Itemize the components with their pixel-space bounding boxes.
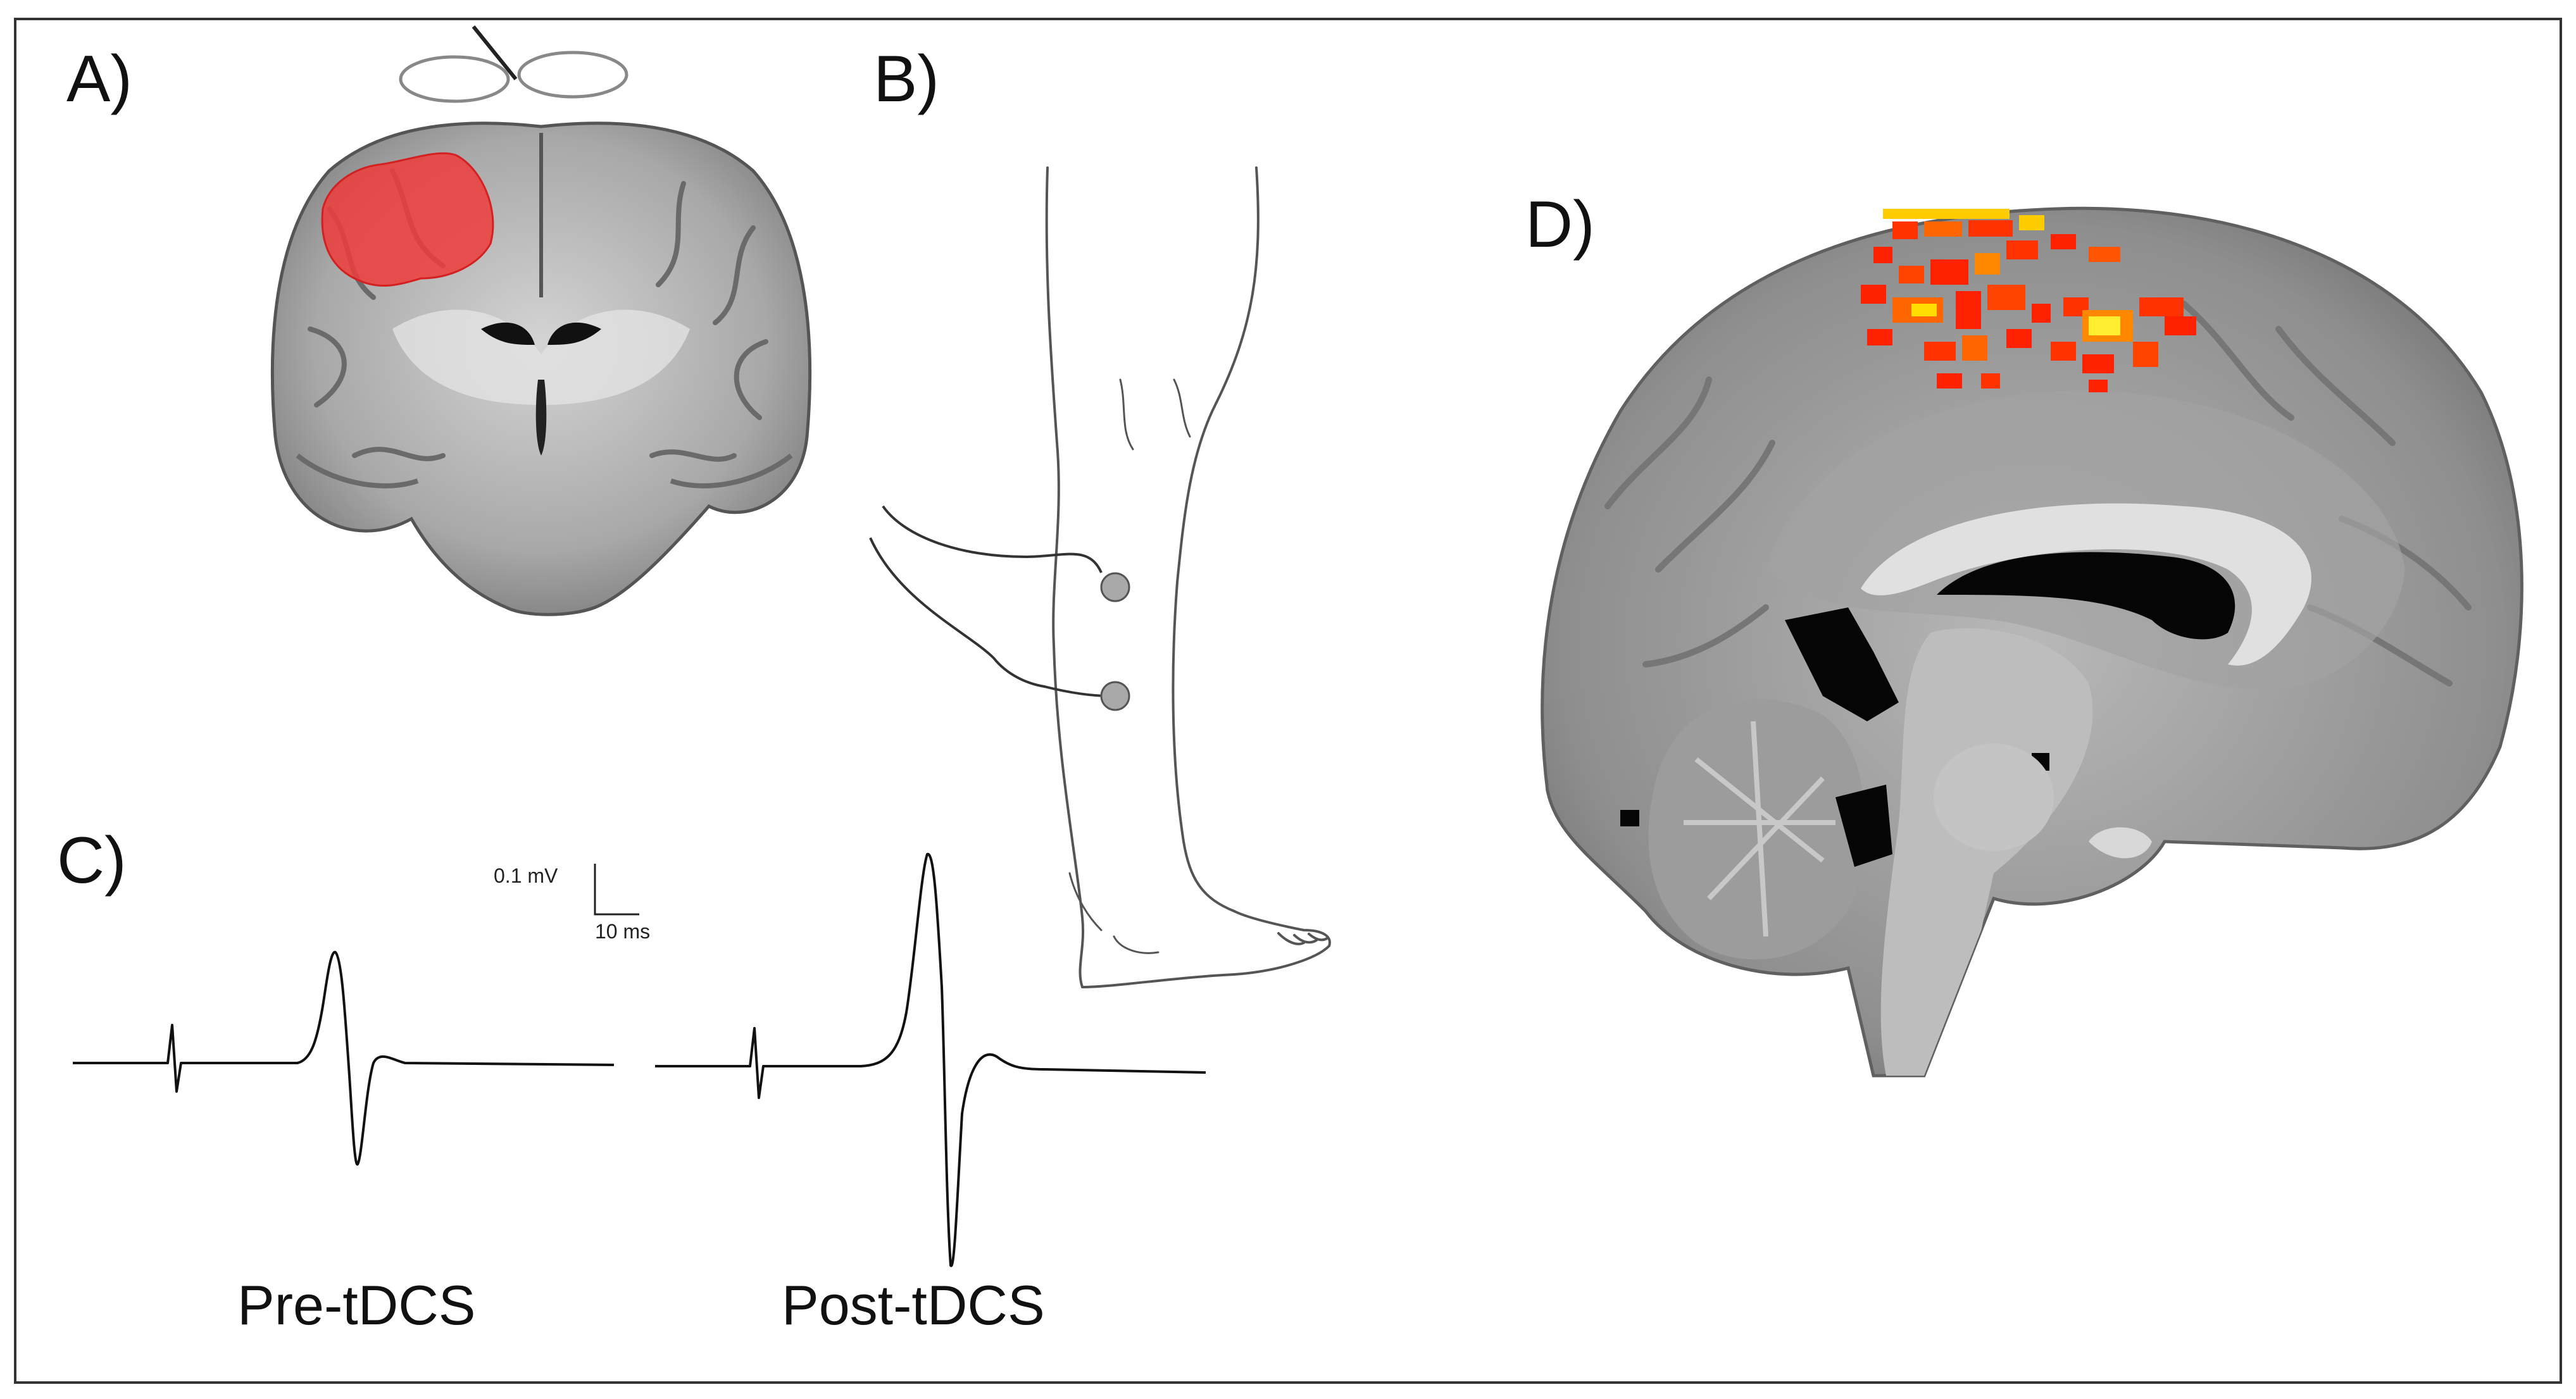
electrode-wires [869, 505, 1111, 697]
electrode-upper [1100, 572, 1130, 602]
panel-b-label: B) [873, 42, 939, 116]
panel-a: A) [66, 25, 812, 616]
post-tdcs-caption: Post-tDCS [782, 1274, 1045, 1336]
motor-cortex-roi [321, 152, 494, 287]
panel-c: C) 0.1 mV 10 ms Pre-tDCS Post-tDCS [57, 824, 1206, 1336]
sagittal-brain-slice [1541, 206, 2523, 1078]
panel-a-label: A) [66, 42, 132, 116]
panel-d: D) [1525, 188, 2523, 1078]
pre-tdcs-caption: Pre-tDCS [237, 1274, 476, 1336]
figure-frame [14, 18, 2562, 1384]
scale-bar-amplitude: 0.1 mV [494, 864, 558, 887]
tms-coil-icon [399, 25, 628, 103]
panel-b: B) [869, 42, 1331, 988]
scale-bar: 0.1 mV 10 ms [494, 864, 650, 943]
electrode-lower [1100, 681, 1130, 711]
pre-tdcs-trace [73, 950, 615, 1166]
activation-cluster [1861, 209, 2196, 392]
leg-illustration [1045, 166, 1331, 988]
post-tdcs-trace [655, 852, 1206, 1267]
panel-d-label: D) [1525, 188, 1595, 261]
scale-bar-time: 10 ms [595, 920, 650, 943]
panel-c-label: C) [57, 824, 127, 897]
